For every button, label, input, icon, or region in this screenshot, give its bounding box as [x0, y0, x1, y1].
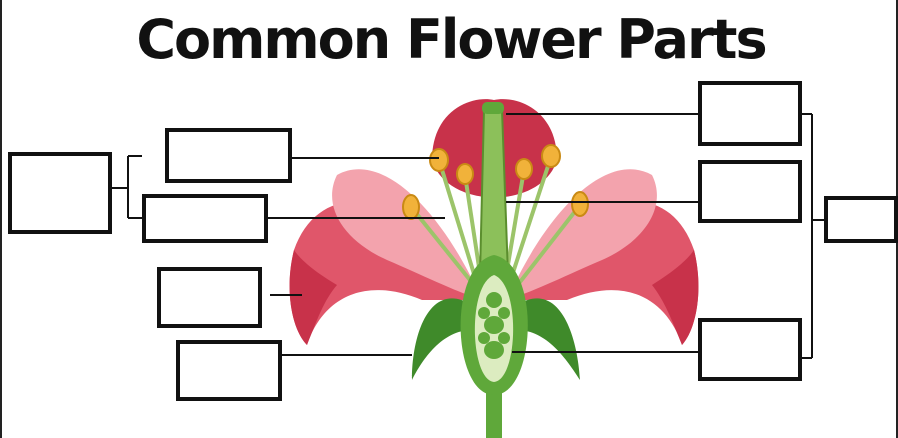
label-box[interactable]: [8, 152, 112, 234]
label-box[interactable]: [824, 196, 898, 243]
leader-lines: [268, 113, 699, 356]
label-box[interactable]: [165, 128, 292, 183]
label-box[interactable]: [157, 267, 262, 328]
anthers: [402, 144, 589, 220]
petal-left-tip: [289, 250, 337, 345]
label-box[interactable]: [698, 160, 802, 223]
style: [478, 109, 510, 276]
label-box[interactable]: [176, 340, 282, 401]
flower-stem: [486, 385, 502, 438]
stigma: [482, 102, 504, 114]
ovules: [478, 292, 510, 359]
right-bracket: [802, 113, 826, 359]
label-box[interactable]: [142, 194, 268, 243]
page-title: Common Flower Parts: [136, 8, 767, 71]
left-bracket: [112, 155, 142, 219]
label-box[interactable]: [698, 318, 802, 381]
sepal-right: [517, 298, 580, 380]
sepal-left: [412, 298, 472, 380]
label-box[interactable]: [698, 81, 802, 146]
petal-right-tip: [652, 250, 699, 345]
petal-left-inner: [332, 169, 482, 300]
